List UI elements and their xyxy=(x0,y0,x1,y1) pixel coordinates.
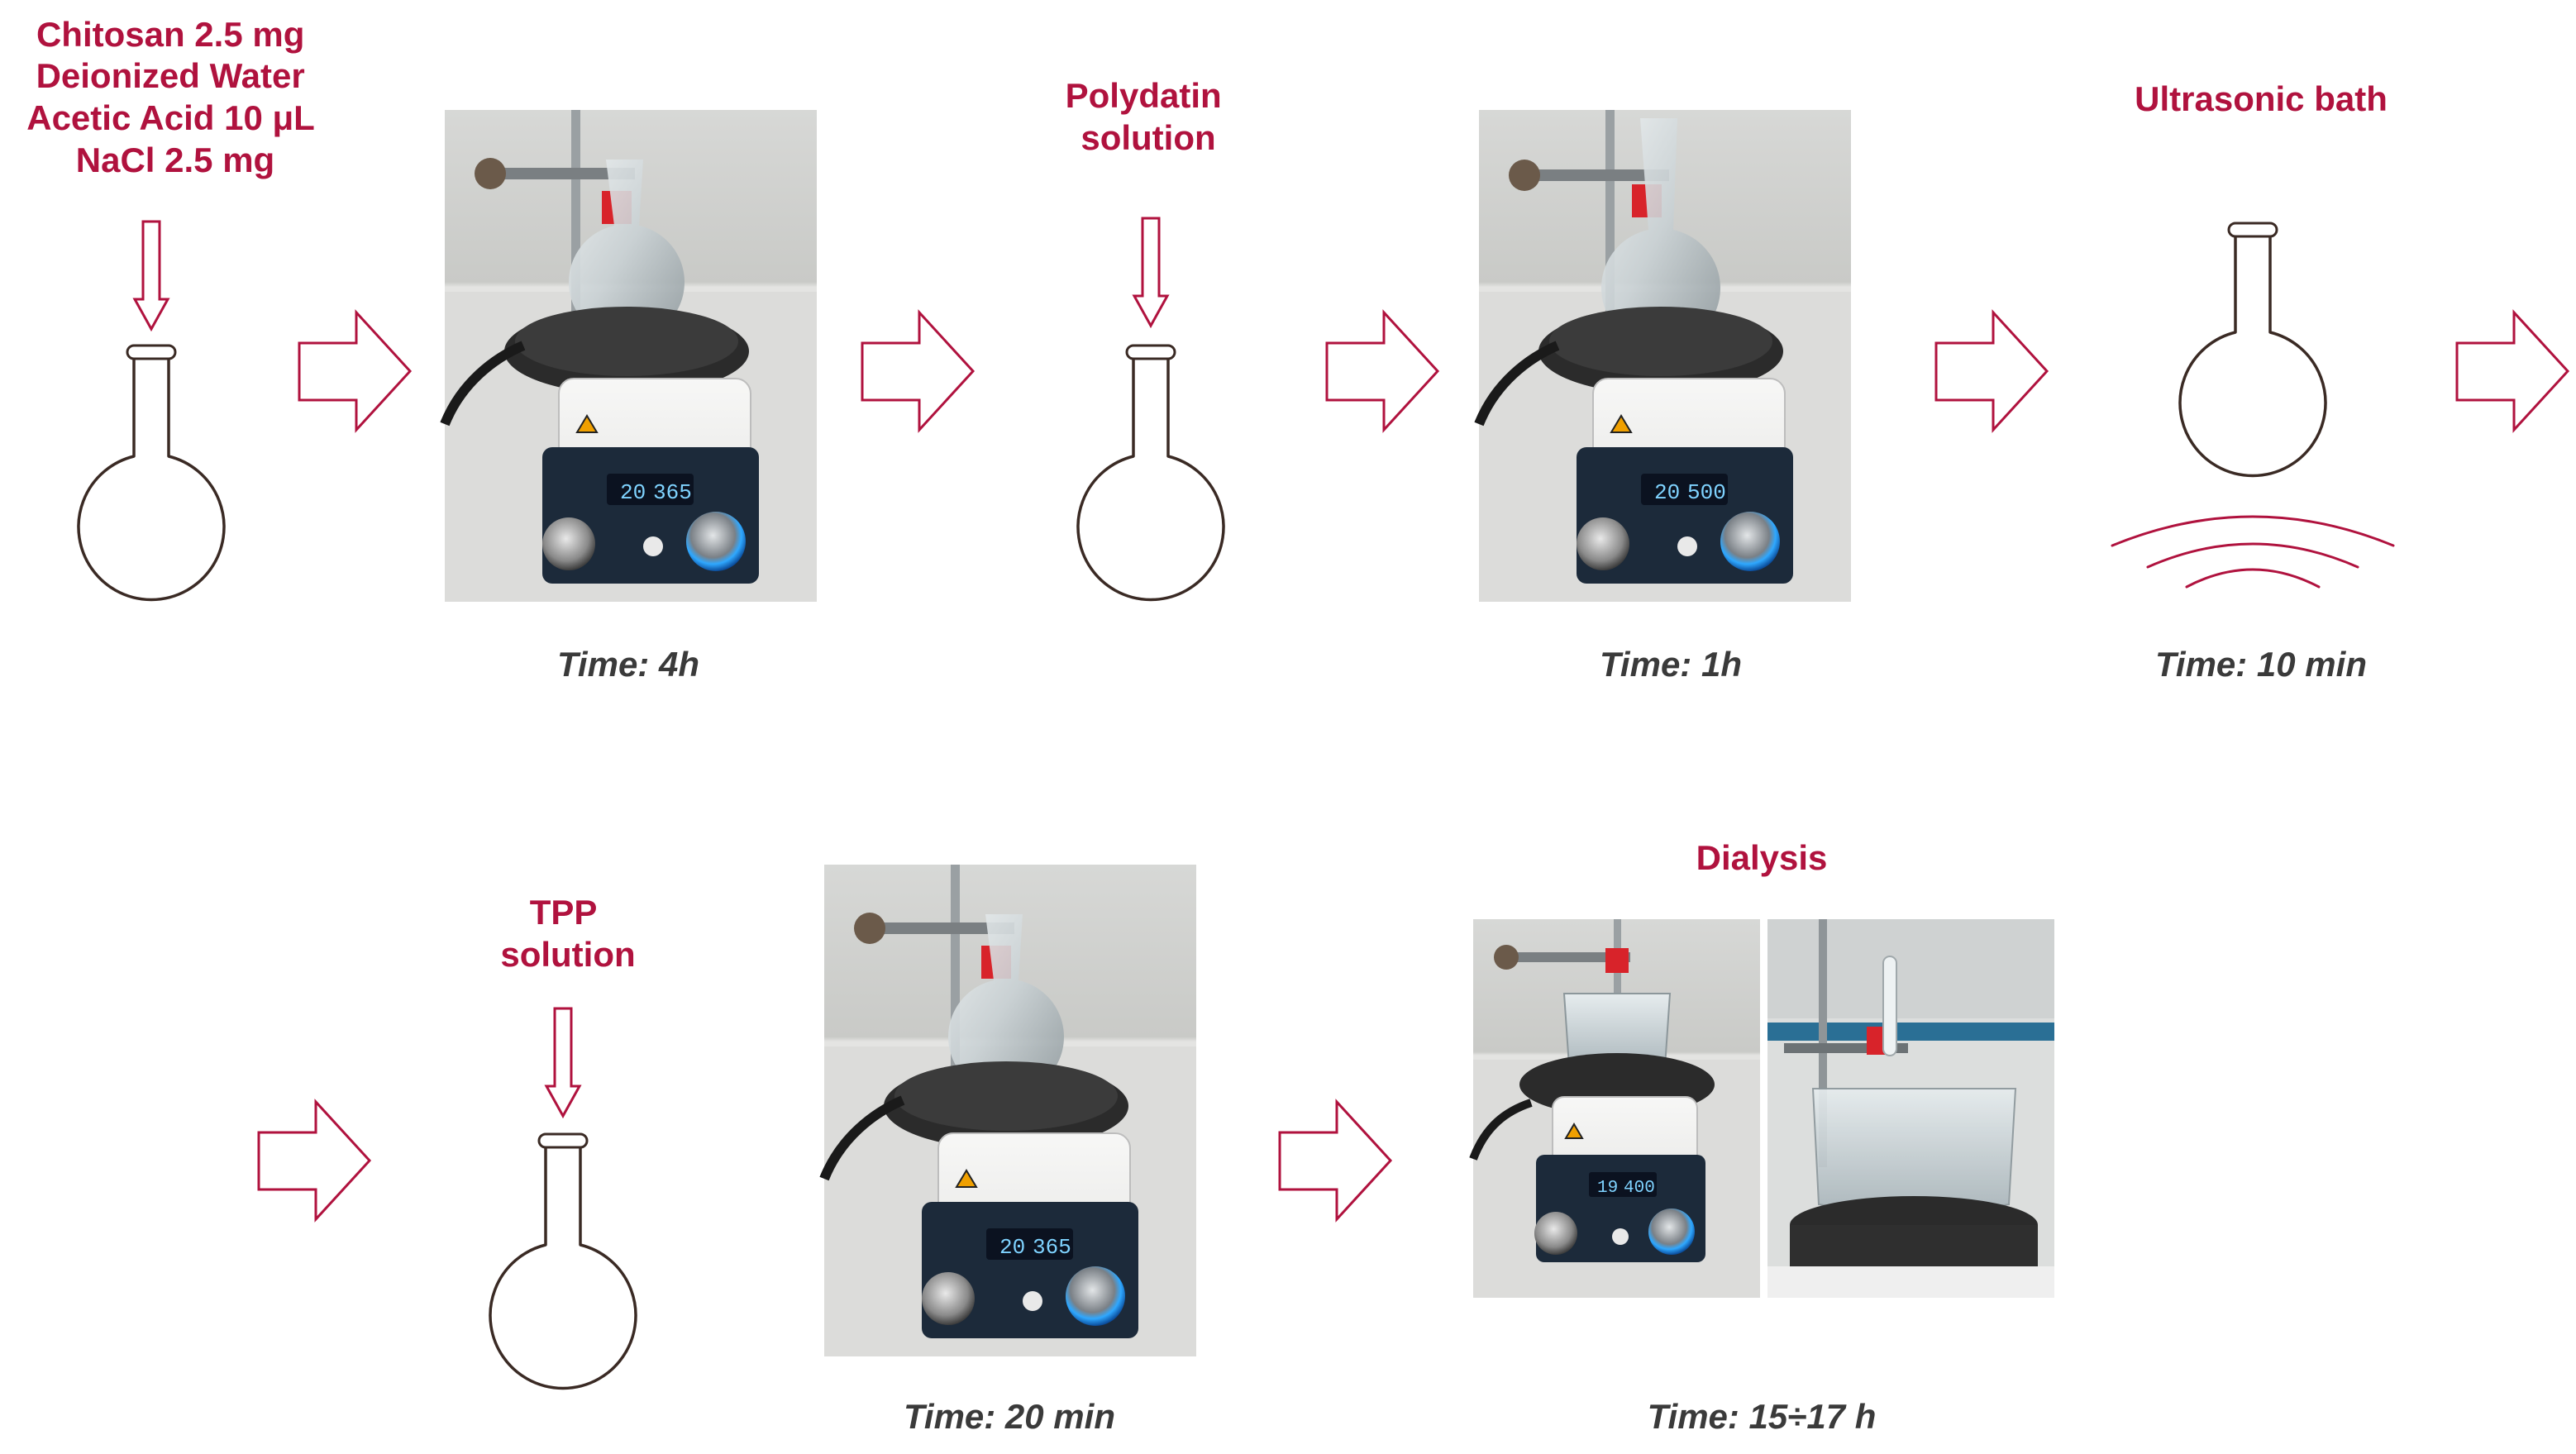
dialysis-photo-beaker xyxy=(1767,919,2054,1298)
time-step-3: Time: 10 min xyxy=(2155,645,2367,684)
right-arrow-icon xyxy=(861,309,976,433)
down-arrow-icon xyxy=(132,220,170,332)
ultrasonic-label: Ultrasonic bath xyxy=(2135,79,2388,118)
polydatin-line-1: Polydatin xyxy=(1066,76,1222,115)
ingredient-acetic-acid: Acetic Acid 10 μL xyxy=(26,98,314,137)
tpp-label: TPP solution xyxy=(500,893,635,974)
ingredients-label: Chitosan 2.5 mg Deionized Water Acetic A… xyxy=(26,15,324,179)
stirrer-photo-2: 20 500 xyxy=(1474,110,1851,602)
time-step-2: Time: 1h xyxy=(1600,645,1742,684)
time-step-4: Time: 20 min xyxy=(904,1397,1115,1436)
stirrer-temp-3: 20 xyxy=(999,1235,1025,1260)
down-arrow-icon xyxy=(544,1007,582,1119)
stirrer-speed-2: 500 xyxy=(1687,480,1726,505)
dialysis-temp: 19 xyxy=(1597,1179,1618,1198)
stirrer-temp-2: 20 xyxy=(1654,480,1680,505)
tpp-line-1: TPP xyxy=(530,893,597,932)
stirrer-temp-1: 20 xyxy=(620,480,646,505)
dialysis-photo-stirrer: 19 400 xyxy=(1469,919,1760,1298)
time-step-5: Time: 15÷17 h xyxy=(1648,1397,1877,1436)
down-arrow-icon xyxy=(1132,217,1170,329)
stirrer-speed-3: 365 xyxy=(1033,1235,1071,1260)
ingredient-chitosan: Chitosan 2.5 mg xyxy=(36,15,304,54)
round-bottom-flask-icon xyxy=(77,344,226,602)
round-bottom-flask-icon xyxy=(489,1132,637,1390)
polydatin-line-2: solution xyxy=(1080,118,1215,157)
right-arrow-icon xyxy=(257,1099,372,1223)
stirrer-speed-1: 365 xyxy=(653,480,692,505)
tpp-line-2: solution xyxy=(500,935,635,974)
right-arrow-icon xyxy=(1934,309,2049,433)
right-arrow-icon xyxy=(1278,1099,1393,1223)
right-arrow-icon xyxy=(298,309,413,433)
ingredient-water: Deionized Water xyxy=(36,56,305,95)
dialysis-label: Dialysis xyxy=(1696,838,1828,877)
ingredient-nacl: NaCl 2.5 mg xyxy=(76,141,274,179)
time-step-1: Time: 4h xyxy=(557,645,699,684)
round-bottom-flask-icon xyxy=(2178,222,2327,478)
stirrer-photo-3: 20 365 xyxy=(819,865,1196,1356)
ultrasonic-waves-icon xyxy=(2111,515,2395,589)
right-arrow-icon xyxy=(2455,309,2570,433)
right-arrow-icon xyxy=(1325,309,1440,433)
stirrer-photo-1: 20 365 xyxy=(440,110,817,602)
dialysis-speed: 400 xyxy=(1624,1179,1655,1198)
round-bottom-flask-icon xyxy=(1076,344,1225,602)
polydatin-label: Polydatin solution xyxy=(1066,76,1232,157)
